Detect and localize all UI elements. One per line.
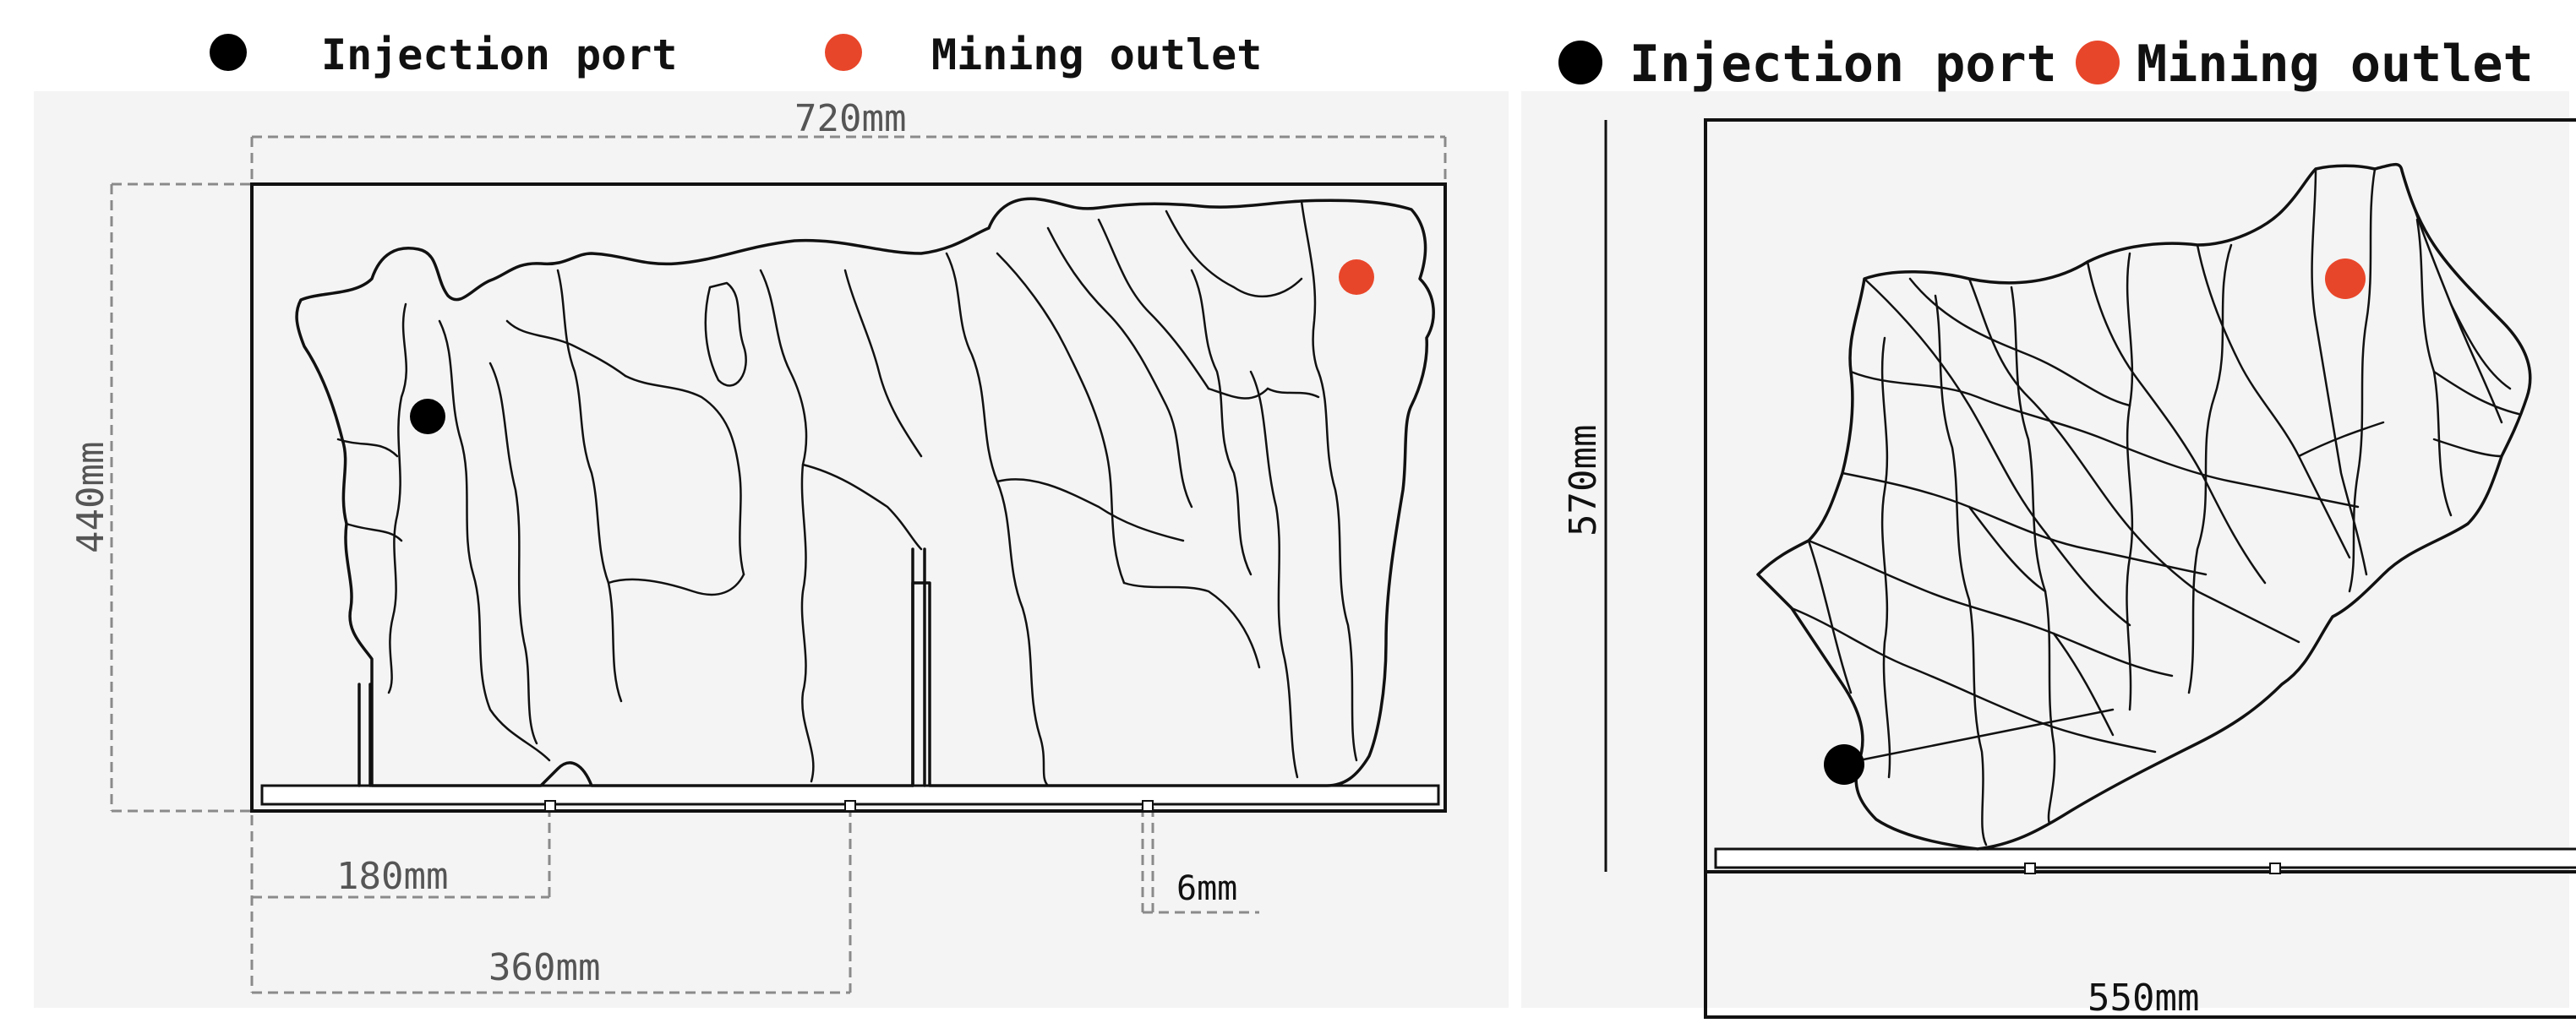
- mining-outlet-label: Mining outlet: [2137, 35, 2534, 94]
- left-fracture-17: [1122, 581, 1261, 669]
- left-fracture-21: [1266, 387, 1320, 399]
- left-fracture-12: [945, 252, 1050, 787]
- right-fracture-4: [2196, 243, 2351, 559]
- left-fracture-5: [556, 269, 623, 703]
- right-fracture-26: [1967, 505, 2047, 593]
- right-fracture-12: [1858, 708, 2115, 762]
- left-fracture-25: [345, 522, 403, 542]
- spacing-180-label: 180mm: [336, 855, 448, 898]
- left-fracture-2: [438, 319, 551, 762]
- right-fracture-23: [1807, 539, 1853, 694]
- left-fracture-18: [1190, 269, 1253, 576]
- right-fracture-network-outline: [1756, 162, 2532, 851]
- right-legend: Injection port Mining outlet: [1558, 35, 2534, 94]
- right-model: 570mm 550mm: [1562, 118, 2576, 1020]
- left-panel-background: [34, 91, 1509, 1008]
- width-dimension-label: 550mm: [2088, 977, 2199, 1020]
- right-fracture-11: [1790, 607, 2157, 754]
- right-slot-2: [2269, 863, 2281, 874]
- right-fracture-22: [1908, 277, 2131, 407]
- injection-port-label: Injection port: [321, 30, 677, 79]
- left-fracture-10: [801, 463, 923, 551]
- left-fracture-8: [704, 281, 747, 387]
- right-fracture-20: [2432, 370, 2520, 416]
- width-dimension-label: 720mm: [794, 97, 906, 140]
- left-fracture-23: [1207, 387, 1269, 400]
- right-fracture-27: [2297, 421, 2385, 458]
- left-fracture-11: [843, 269, 923, 458]
- left-fracture-1: [387, 302, 408, 694]
- right-fracture-19: [2449, 302, 2512, 390]
- right-fracture-5: [2311, 167, 2368, 576]
- left-legend: Injection port Mining outlet: [210, 30, 1262, 79]
- right-fracture-6: [2348, 167, 2377, 593]
- right-fracture-9: [1841, 471, 2208, 576]
- right-dimensions: 570mm 550mm: [1562, 120, 2199, 1020]
- left-fracture-22: [1165, 210, 1303, 298]
- right-fracture-15: [2010, 286, 2056, 825]
- height-dimension-label: 440mm: [69, 442, 112, 553]
- right-fracture-14: [1934, 294, 1988, 846]
- mining-outlet-marker: [825, 34, 862, 71]
- left-fracture-9: [759, 269, 815, 783]
- left-mining-outlet: [1339, 259, 1374, 295]
- left-slot-2: [844, 800, 856, 812]
- left-fracture-15: [1097, 218, 1210, 390]
- right-bottom-frame: [1704, 870, 2576, 1019]
- right-fracture-17: [2187, 243, 2233, 694]
- injection-port-label: Injection port: [1629, 35, 2057, 94]
- left-slot-1: [544, 800, 556, 812]
- mining-outlet-label: Mining outlet: [931, 30, 1262, 79]
- right-fracture-25: [2052, 632, 2115, 737]
- left-slot-3: [1142, 800, 1154, 812]
- right-base-bar: [1714, 847, 2576, 869]
- injection-port-marker: [1558, 41, 1602, 84]
- mining-outlet-marker: [2076, 41, 2120, 84]
- right-fracture-10: [1807, 539, 2174, 678]
- left-fracture-26: [1300, 199, 1320, 373]
- left-model: 720mm 440mm 180mm 360mm 6mm: [69, 97, 1447, 994]
- right-injection-port: [1824, 744, 1864, 785]
- right-fracture-24: [2196, 590, 2300, 644]
- left-dimensions: 720mm 440mm 180mm 360mm 6mm: [69, 97, 1447, 994]
- right-mining-outlet: [2325, 258, 2366, 299]
- right-slot-1: [2024, 863, 2036, 874]
- right-fracture-1: [1863, 277, 2131, 627]
- spacing-360-label: 360mm: [488, 946, 600, 989]
- left-fracture-6: [624, 374, 745, 576]
- left-fracture-14: [1046, 226, 1193, 509]
- right-fracture-16: [2126, 252, 2134, 711]
- left-fracture-network-outline: [295, 197, 1435, 787]
- left-fracture-19: [1249, 370, 1299, 779]
- height-dimension-label: 570mm: [1562, 425, 1605, 536]
- left-fracture-16: [996, 478, 1185, 542]
- left-fracture-4: [505, 319, 627, 378]
- right-fracture-3: [2086, 260, 2267, 585]
- left-fracture-7: [607, 573, 745, 596]
- left-injection-port: [410, 399, 445, 434]
- left-fracture-3: [488, 362, 538, 745]
- right-fracture-21: [2432, 438, 2503, 458]
- injection-port-marker: [210, 34, 247, 71]
- left-fracture-20: [1317, 370, 1358, 762]
- left-fracture-24: [336, 438, 399, 458]
- left-fracture-13: [996, 252, 1126, 585]
- right-fracture-8: [1849, 370, 2360, 509]
- thickness-label: 6mm: [1176, 869, 1237, 908]
- right-fracture-13: [1880, 336, 1891, 779]
